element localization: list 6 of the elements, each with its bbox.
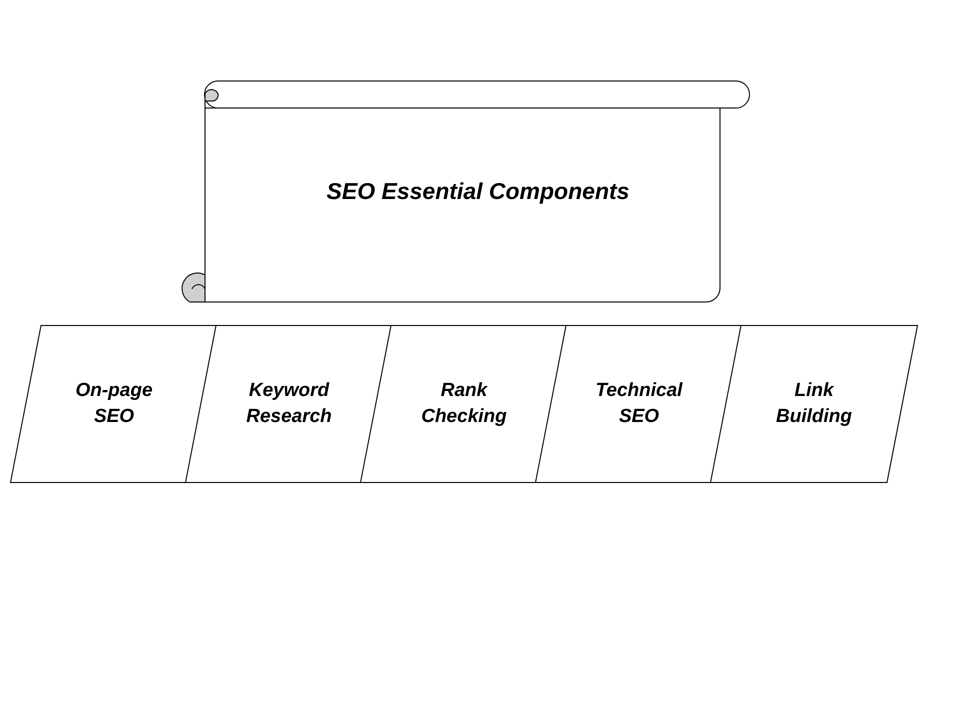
component-label: Rank Checking [420,379,508,429]
title-text: SEO Essential Components [326,177,630,206]
component-label: Technical SEO [594,379,684,429]
component-label: Link Building [775,379,853,429]
component-label: On-page SEO [74,379,154,429]
component-label: Keyword Research [245,379,333,429]
